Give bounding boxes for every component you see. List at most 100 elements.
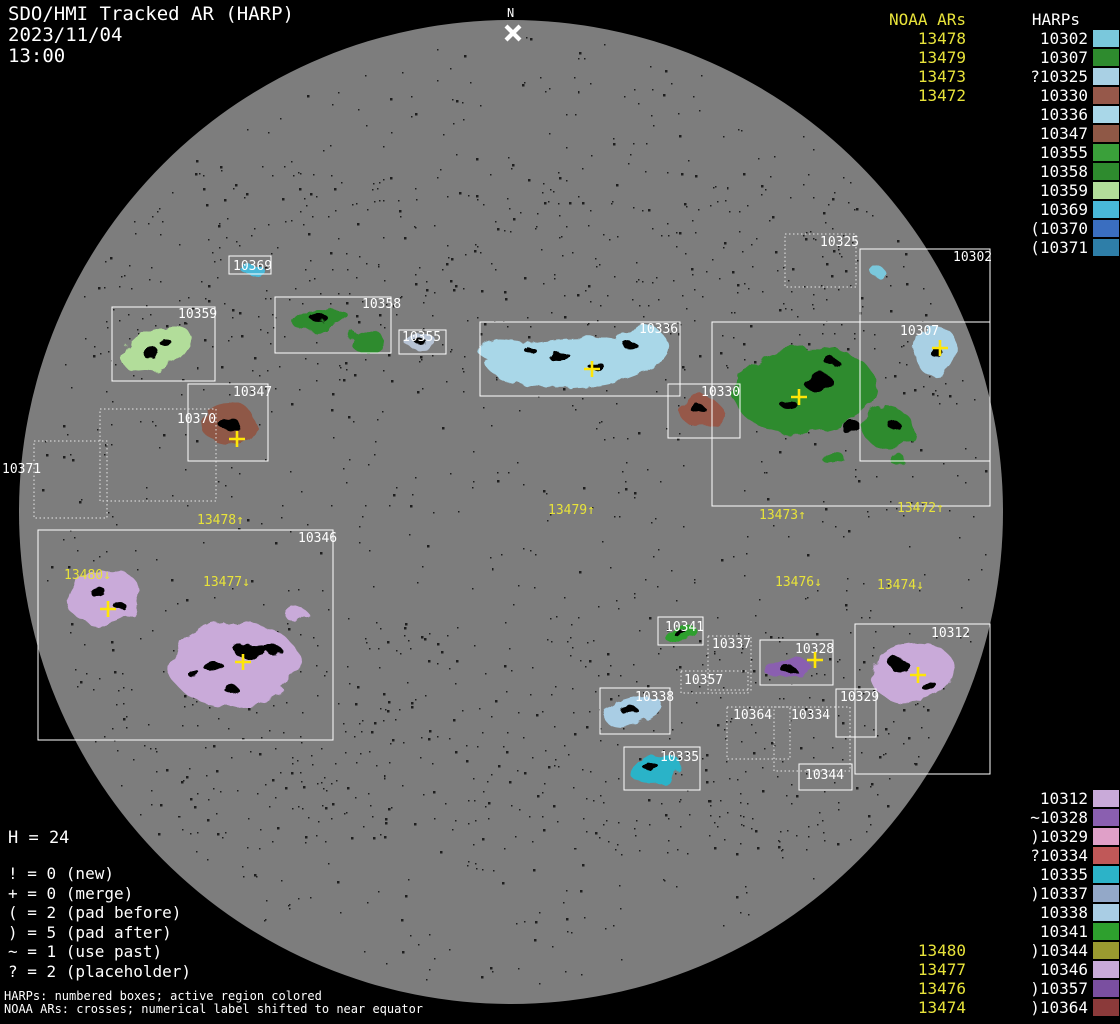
- sunspot-core: [112, 600, 124, 608]
- sunspot-core: [311, 315, 329, 323]
- harp-box-10344: [798, 763, 853, 791]
- flag-line-use-past: ~ = 1 (use past): [8, 942, 163, 961]
- legend-row: 10355: [874, 143, 1119, 162]
- sunspot-core: [644, 764, 660, 772]
- harp-box-label: 10347: [233, 385, 272, 400]
- harp-count: H = 24: [8, 828, 70, 848]
- harp-box-10346: [37, 529, 334, 741]
- flag-line-pad-after: ) = 5 (pad after): [8, 922, 172, 942]
- legend-header-row: NOAA ARs HARPs: [874, 10, 1119, 29]
- harp-box-label: 10344: [805, 768, 844, 783]
- noaa-ar-number: 13480: [917, 941, 966, 960]
- noaa-ar-number: 13478: [917, 29, 966, 48]
- harp-color-swatch: [1093, 163, 1119, 180]
- active-region-layer: [67, 263, 957, 783]
- harp-box-label: 10364: [733, 708, 772, 723]
- harp-box-10359: [111, 306, 216, 382]
- harp-box-label: 10337: [712, 637, 751, 652]
- harp-box-label: 10357: [684, 673, 723, 688]
- legend-row: 10347: [874, 124, 1119, 143]
- noaa-ar-label: 13480↓: [64, 568, 111, 583]
- sunspot-core: [779, 665, 795, 671]
- sunspot-core: [673, 630, 687, 636]
- sunspot-core: [224, 685, 238, 693]
- noaa-ar-label: 13477↓: [203, 575, 250, 590]
- harp-number: )10344: [1030, 941, 1088, 960]
- harp-box-10328: [759, 639, 834, 686]
- legend-row: 10358: [874, 162, 1119, 181]
- harp-color-swatch: [1093, 182, 1119, 199]
- harp-color-swatch: [1093, 942, 1119, 959]
- sunspot-core: [415, 339, 427, 345]
- harp-box-label: 10334: [791, 708, 830, 723]
- harp-box-10355: [398, 329, 447, 355]
- harp-number: ?10334: [1030, 846, 1088, 865]
- harp-color-swatch: [1093, 961, 1119, 978]
- harp-color-swatch: [1093, 239, 1119, 256]
- harp-box-10335: [623, 746, 701, 791]
- header-date: 2023/11/04: [8, 24, 123, 46]
- sunspot-core: [919, 679, 935, 689]
- harp-box-10337: [707, 635, 752, 691]
- harp-box-10357: [680, 670, 749, 694]
- harp-box-10358: [274, 296, 392, 354]
- harp-color-swatch: [1093, 923, 1119, 940]
- noaa-ar-label: 13472↑: [897, 501, 944, 516]
- harp-box-label: 10302: [953, 250, 992, 265]
- harps-header: HARPs: [1031, 10, 1080, 29]
- harp-box-10364: [726, 706, 791, 760]
- sunspot-core: [621, 707, 639, 715]
- harp-color-swatch: [1093, 847, 1119, 864]
- active-region-patch: [170, 621, 298, 707]
- active-region-patch: [733, 347, 877, 433]
- noaa-ar-number: 13479: [917, 48, 966, 67]
- noaa-ar-cross: [584, 361, 600, 377]
- sunspot-core: [235, 644, 269, 660]
- harp-box-10369: [228, 255, 272, 275]
- harp-box-label: 10355: [402, 330, 441, 345]
- active-region-patch: [822, 451, 844, 465]
- harp-box-label: 10370: [177, 412, 216, 427]
- noaa-ar-cross: [791, 389, 807, 405]
- noaa-ar-number: 13472: [917, 86, 966, 105]
- north-label: N: [507, 6, 514, 20]
- legend-row: 10341: [874, 922, 1119, 941]
- legend-row: 13473?10325: [874, 67, 1119, 86]
- sunspot-core: [141, 347, 159, 357]
- active-region-patch: [285, 606, 307, 622]
- noaa-labels-layer: 13478↑13479↑13473↑13472↑13480↓13477↓1347…: [64, 501, 944, 593]
- harp-number: 10358: [1039, 162, 1088, 181]
- harp-number: 10302: [1039, 29, 1088, 48]
- header-block: SDO/HMI Tracked AR (HARP) 2023/11/04 13:…: [8, 4, 294, 67]
- harp-box-10338: [599, 687, 671, 735]
- sunspot-core: [525, 348, 537, 354]
- harp-box-10325: [784, 233, 857, 288]
- sunspot-core: [92, 589, 108, 599]
- flag-legend: ! = 0 (new) + = 0 (merge) ( = 2 (pad bef…: [8, 864, 191, 981]
- legend-row: 13474)10364: [874, 998, 1119, 1017]
- sunspot-core: [825, 358, 839, 366]
- legend-row: )10329: [874, 827, 1119, 846]
- active-region-patch: [477, 338, 533, 366]
- legend-row: ?10334: [874, 846, 1119, 865]
- harp-color-swatch: [1093, 125, 1119, 142]
- harp-color-swatch: [1093, 999, 1119, 1016]
- harp-number: (10371: [1030, 238, 1088, 257]
- harp-number: 10347: [1039, 124, 1088, 143]
- noaa-ar-cross: [100, 601, 116, 617]
- harp-number: ~10328: [1030, 808, 1088, 827]
- noaa-ar-label: 13473↑: [759, 508, 806, 523]
- harp-number: )10357: [1030, 979, 1088, 998]
- harp-number: 10335: [1039, 865, 1088, 884]
- harp-number: 10369: [1039, 200, 1088, 219]
- noaa-ar-cross: [235, 654, 251, 670]
- sunspot-core: [204, 661, 224, 673]
- harp-color-swatch: [1093, 980, 1119, 997]
- active-region-patch: [617, 325, 669, 365]
- harp-number: ?10325: [1030, 67, 1088, 86]
- harp-box-10334: [773, 706, 851, 772]
